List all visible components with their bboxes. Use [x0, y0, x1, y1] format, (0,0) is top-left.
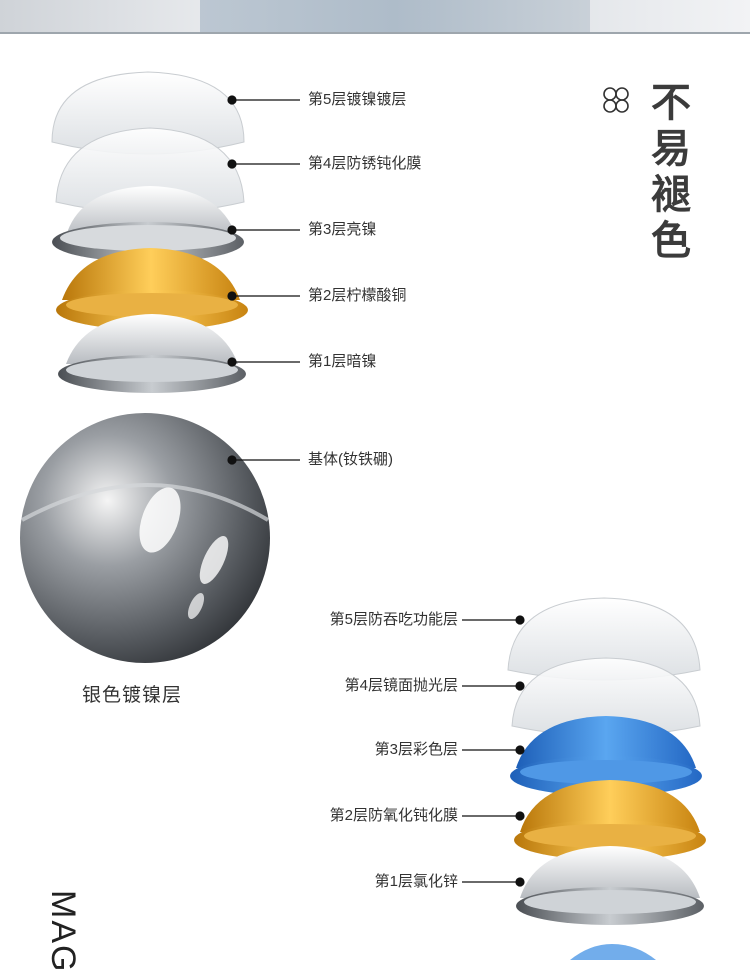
layer-label-b1: 第1层氯化锌: [374, 873, 458, 890]
vertical-title: 不 易 褪 色: [648, 80, 694, 264]
banner-divider: [0, 32, 750, 34]
layer-label-b2: 第2层防氧化钝化膜: [329, 807, 458, 824]
magnet-ball: [20, 413, 270, 663]
layer-label-a4: 第4层防锈钝化膜: [308, 155, 422, 172]
title-char-2: 易: [651, 127, 691, 171]
right-layer-stack: [507, 597, 706, 960]
title-char-1: 不: [651, 81, 691, 125]
title-char-4: 色: [651, 219, 691, 263]
right-leader-lines: [462, 615, 525, 887]
clover-icon: [603, 87, 629, 113]
side-vertical-text: MAG: [44, 890, 82, 973]
layer-label-b3: 第3层彩色层: [374, 741, 458, 758]
silver-caption: 银色镀镍层: [82, 685, 183, 706]
base-label: 基体(钕铁硼): [308, 451, 393, 468]
banner-image: [200, 0, 590, 34]
layer-label-a1: 第1层暗镍: [308, 353, 377, 370]
layer-label-b5: 第5层防吞吃功能层: [329, 611, 458, 628]
title-char-3: 褪: [651, 173, 691, 217]
left-layer-stack: [51, 71, 248, 393]
layer-label-a2: 第2层柠檬酸铜: [308, 287, 407, 304]
left-leader-lines: [227, 95, 300, 465]
top-banner: [0, 0, 750, 34]
layer-label-a3: 第3层亮镍: [308, 221, 377, 238]
layer-label-a5: 第5层镀镍镀层: [308, 91, 407, 108]
layer-label-b4: 第4层镜面抛光层: [344, 677, 458, 694]
